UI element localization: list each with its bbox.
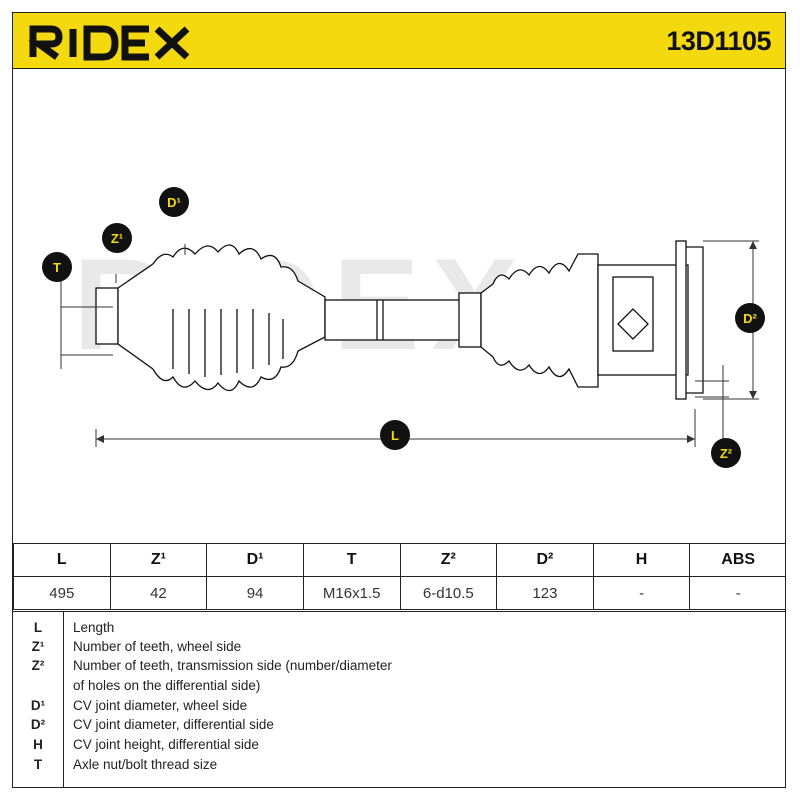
spec-header: T xyxy=(302,543,401,577)
legend-text: Number of teeth, wheel side xyxy=(73,639,242,654)
spec-value: 495 xyxy=(13,576,111,610)
svg-text:Z²: Z² xyxy=(720,446,733,461)
spec-value-row: 495 42 94 M16x1.5 6-d10.5 123 - - xyxy=(13,576,785,610)
spec-header: Z² xyxy=(399,543,498,577)
D2-badge: D² xyxy=(735,303,765,333)
legend-row: L Length xyxy=(13,620,785,639)
spec-value: 42 xyxy=(109,576,208,610)
legend-text: CV joint height, differential side xyxy=(73,737,259,752)
legend-text: CV joint diameter, wheel side xyxy=(73,698,248,713)
inner-cv-joint xyxy=(597,264,689,376)
D1-badge: D¹ xyxy=(159,187,189,217)
legend-text: Axle nut/bolt thread size xyxy=(73,757,218,772)
svg-text:D¹: D¹ xyxy=(167,195,181,210)
legend-code: D¹ xyxy=(30,698,46,713)
legend-row: T Axle nut/bolt thread size xyxy=(13,757,785,776)
spec-header: H xyxy=(592,543,691,577)
legend-row: H CV joint height, differential side xyxy=(13,737,785,756)
legend-code: L xyxy=(33,620,43,635)
axle-shaft xyxy=(324,299,474,341)
spec-header: D¹ xyxy=(206,543,304,577)
spec-value: 94 xyxy=(206,576,304,610)
header-bar: 13D1105 xyxy=(13,13,785,69)
legend: L Length Z¹ Number of teeth, wheel side … xyxy=(13,611,785,787)
legend-row: of holes on the differential side) xyxy=(13,678,785,697)
Z2-dimension-line xyxy=(695,365,729,441)
legend-text: Length xyxy=(73,620,115,635)
driveshaft-diagram: RIDEX xyxy=(42,187,765,468)
spec-header: ABS xyxy=(689,543,785,577)
spec-table: L Z¹ D¹ T Z² D² H ABS 495 42 94 M16x1.5 … xyxy=(13,543,785,610)
svg-text:Z¹: Z¹ xyxy=(111,231,123,246)
spec-value: 6-d10.5 xyxy=(399,576,498,610)
legend-divider xyxy=(63,612,64,787)
svg-text:T: T xyxy=(53,260,61,275)
Z1-badge: Z¹ xyxy=(102,223,132,253)
T-dimension-line xyxy=(60,279,113,369)
legend-row: Z¹ Number of teeth, wheel side xyxy=(13,639,785,658)
part-number: 13D1105 xyxy=(666,26,771,56)
spec-value: - xyxy=(689,576,785,610)
legend-code: T xyxy=(33,757,43,772)
spec-header: Z¹ xyxy=(109,543,208,577)
legend-code: H xyxy=(33,737,43,752)
product-sheet: 13D1105 RIDEX xyxy=(12,12,786,788)
spec-value: 123 xyxy=(496,576,594,610)
Z2-badge: Z² xyxy=(711,438,741,468)
legend-code: Z² xyxy=(31,658,45,673)
inner-boot xyxy=(480,253,599,388)
legend-code: Z¹ xyxy=(31,639,45,654)
ridex-logo xyxy=(28,25,190,61)
legend-text: Number of teeth, transmission side (numb… xyxy=(73,658,392,673)
legend-row: D² CV joint diameter, differential side xyxy=(13,717,785,736)
svg-text:L: L xyxy=(391,428,399,443)
L-badge: L xyxy=(380,420,410,450)
T-badge: T xyxy=(42,252,72,282)
legend-row: Z² Number of teeth, transmission side (n… xyxy=(13,658,785,677)
spec-header: D² xyxy=(496,543,594,577)
spec-header: L xyxy=(13,543,111,577)
spec-value: - xyxy=(592,576,691,610)
differential-flange xyxy=(675,240,687,400)
legend-row: D¹ CV joint diameter, wheel side xyxy=(13,698,785,717)
svg-text:D²: D² xyxy=(743,311,757,326)
legend-code: D² xyxy=(30,717,46,732)
legend-text: CV joint diameter, differential side xyxy=(73,717,274,732)
wheel-side-stub xyxy=(95,287,119,345)
spec-header-row: L Z¹ D¹ T Z² D² H ABS xyxy=(13,543,785,577)
legend-text: of holes on the differential side) xyxy=(73,678,261,693)
spec-value: M16x1.5 xyxy=(302,576,401,610)
